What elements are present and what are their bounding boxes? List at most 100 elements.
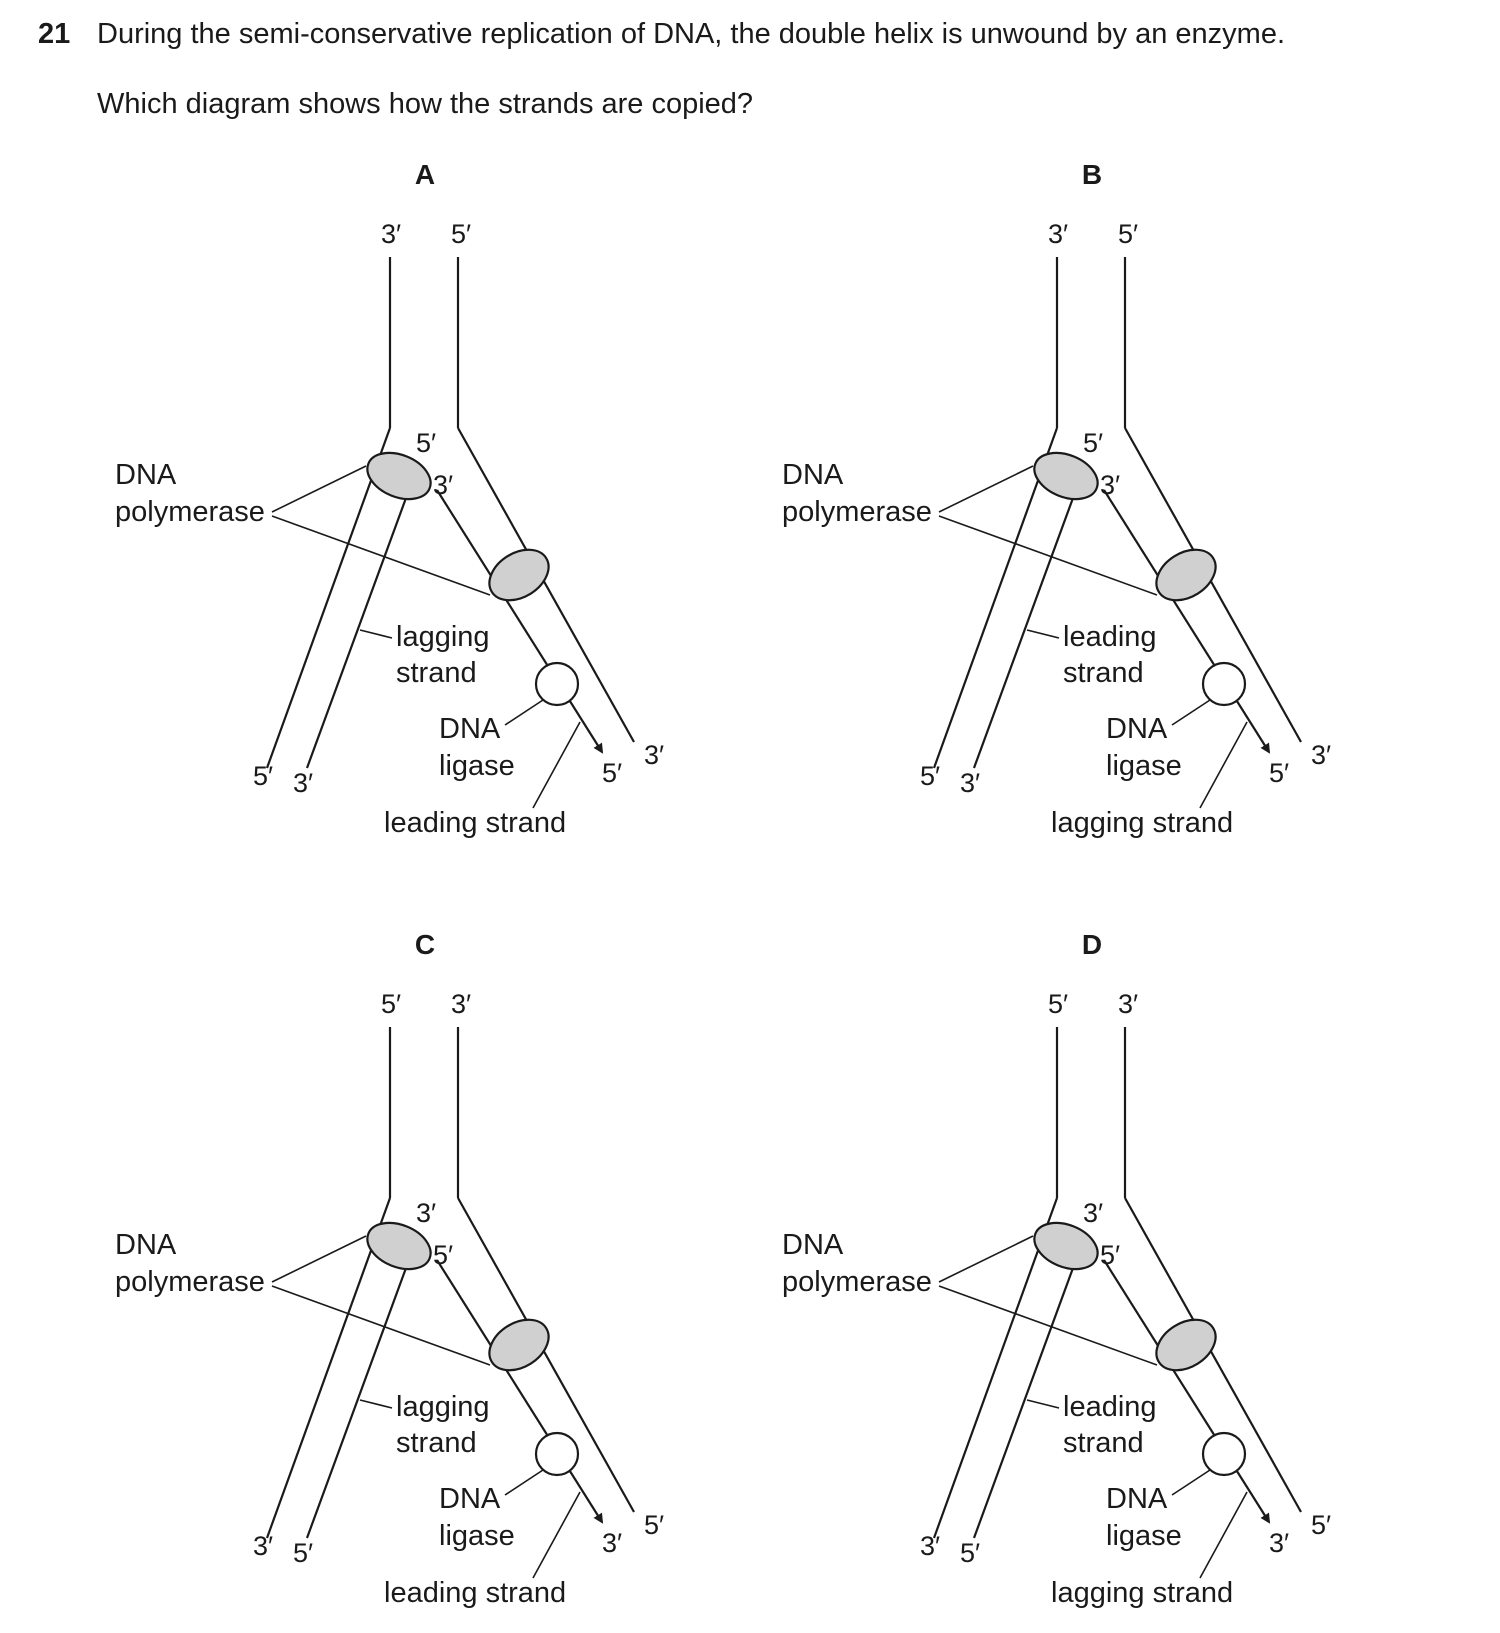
top-left-end-label: 3′ [1048,219,1068,249]
bottom-strand-leader [532,721,581,809]
ligase-label-line2: ligase [439,750,515,782]
outer-right-end-label: 3′ [1311,740,1331,770]
bottom-strand-label: leading strand [384,807,566,839]
dna-polymerase-lower [1155,548,1217,602]
parent-strand-right-lower [1124,1197,1302,1513]
middle-strand-label-line2: strand [396,657,477,689]
new-strand-side-label: 3′ [433,470,453,500]
option-letter: A [415,159,435,190]
new-strand-right-end-label: 5′ [1269,758,1289,788]
new-strand-right-end-label: 3′ [1269,1528,1289,1558]
dna-ligase [534,1431,580,1477]
middle-strand-leader [1026,1399,1060,1409]
parent-strand-left-lower [265,1197,392,1539]
option-letter: C [415,929,435,960]
bottom-left-outer-end-label: 3′ [253,1531,273,1561]
question-prompt: Which diagram shows how the strands are … [97,88,754,120]
ligase-label-line2: ligase [1106,750,1182,782]
ligase-leader [1171,699,1211,726]
question-text: During the semi-conservative replication… [97,18,1286,50]
middle-strand-label-line1: leading [1063,621,1157,653]
bottom-strand-leader [1199,1491,1248,1579]
outer-right-end-label: 5′ [1311,1510,1331,1540]
bottom-left-outer-end-label: 5′ [920,761,940,791]
diagram-option-c: C5′3′3′5′3′5′3′5′DNApolymeraselaggingstr… [115,929,664,1609]
polymerase-leader-lower [271,515,491,596]
polymerase-label-line1: DNA [782,1229,844,1261]
bottom-left-inner-end-label: 5′ [293,1538,313,1568]
top-left-end-label: 5′ [381,989,401,1019]
new-strand-side-label: 5′ [433,1240,453,1270]
top-right-end-label: 3′ [1118,989,1138,1019]
dna-polymerase-lower [488,548,550,602]
diagram-option-d: D5′3′3′5′3′5′3′5′DNApolymeraseleadingstr… [782,929,1331,1609]
dna-ligase [1201,661,1247,707]
polymerase-leader-upper [938,465,1034,513]
bottom-left-outer-end-label: 5′ [253,761,273,791]
top-right-end-label: 3′ [451,989,471,1019]
new-strand-left [972,1236,1086,1539]
middle-strand-label-line1: leading [1063,1391,1157,1423]
dna-polymerase-lower [488,1318,550,1372]
polymerase-label-line1: DNA [115,1229,177,1261]
dna-ligase [1201,1431,1247,1477]
middle-strand-leader [359,629,393,639]
polymerase-label-line1: DNA [115,459,177,491]
parent-strand-right-lower [457,427,635,743]
middle-strand-label-line1: lagging [396,621,490,653]
middle-strand-label-line2: strand [1063,1427,1144,1459]
polymerase-label-line2: polymerase [782,1266,932,1298]
polymerase-label-line2: polymerase [115,496,265,528]
ligase-label-line2: ligase [1106,1520,1182,1552]
ligase-label-line1: DNA [439,1483,501,1515]
ligase-label-line2: ligase [439,1520,515,1552]
dna-polymerase-upper [1033,451,1099,501]
new-strand-right-end-label: 3′ [602,1528,622,1558]
outer-right-end-label: 5′ [644,1510,664,1540]
new-strand-left [305,1236,419,1539]
new-strand-left [305,466,419,769]
new-strand-right [436,1259,604,1524]
ligase-leader [504,699,544,726]
new-strand-top-label: 3′ [416,1198,436,1228]
parent-strand-left-lower [932,427,1059,769]
polymerase-leader-lower [938,515,1158,596]
middle-strand-leader [1026,629,1060,639]
polymerase-leader-upper [271,465,367,513]
new-strand-top-label: 5′ [1083,428,1103,458]
parent-strand-right-lower [1124,427,1302,743]
top-right-end-label: 5′ [1118,219,1138,249]
bottom-strand-label: lagging strand [1051,807,1233,839]
polymerase-label-line2: polymerase [782,496,932,528]
bottom-left-inner-end-label: 5′ [960,1538,980,1568]
polymerase-label-line2: polymerase [115,1266,265,1298]
dna-polymerase-lower [1155,1318,1217,1372]
new-strand-right [436,489,604,754]
parent-strand-right-lower [457,1197,635,1513]
parent-strand-left-lower [932,1197,1059,1539]
bottom-strand-label: leading strand [384,1577,566,1609]
polymerase-leader-upper [938,1235,1034,1283]
question-number: 21 [38,18,71,50]
polymerase-leader-upper [271,1235,367,1283]
ligase-leader [504,1469,544,1496]
outer-right-end-label: 3′ [644,740,664,770]
new-strand-right-end-label: 5′ [602,758,622,788]
new-strand-side-label: 3′ [1100,470,1120,500]
top-left-end-label: 5′ [1048,989,1068,1019]
dna-polymerase-upper [366,451,432,501]
middle-strand-leader [359,1399,393,1409]
bottom-left-inner-end-label: 3′ [960,768,980,798]
option-letter: B [1082,159,1102,190]
polymerase-label-line1: DNA [782,459,844,491]
middle-strand-label-line2: strand [1063,657,1144,689]
middle-strand-label-line2: strand [396,1427,477,1459]
ligase-label-line1: DNA [1106,713,1168,745]
diagram-option-b: B 3′ 5′ 5′ 3′ 5′ 3′ 5′ 3′ DNA polymerase leading str… [782,159,1331,839]
dna-polymerase-upper [1033,1221,1099,1271]
new-strand-right [1103,489,1271,754]
option-letter: D [1082,929,1102,960]
ligase-leader [1171,1469,1211,1496]
bottom-strand-label: lagging strand [1051,1577,1233,1609]
